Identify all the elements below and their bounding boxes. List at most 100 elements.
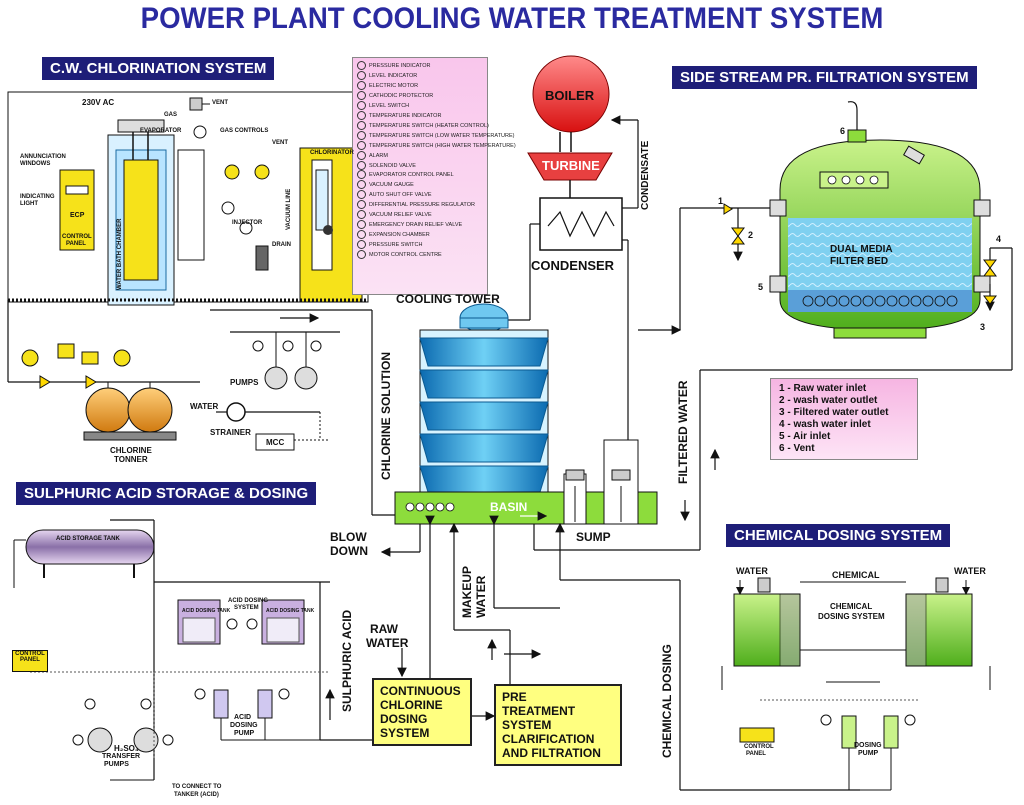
- symbol-legend-label: AUTO SHUT OFF VALVE: [369, 192, 432, 199]
- pretreat-line: CLARIFICATION: [502, 732, 595, 746]
- condenser: [470, 115, 639, 440]
- symbol-legend-label: TEMPERATURE INDICATOR: [369, 112, 442, 119]
- symbol-legend-glyph: [357, 190, 366, 200]
- basin-label: BASIN: [490, 500, 528, 514]
- acid-dosing-system-label-1: ACID DOSING: [228, 598, 269, 604]
- acid-dosing-tank-a-label: ACID DOSING TANK: [182, 608, 231, 614]
- cooling-tower-label: COOLING TOWER: [396, 292, 500, 306]
- symbol-legend-glyph: [357, 100, 366, 110]
- symbol-legend-glyph: [357, 250, 366, 260]
- boiler: [532, 55, 610, 152]
- symbol-legend-label: EMERGENCY DRAIN RELIEF VALVE: [369, 222, 463, 229]
- symbol-legend-label: EVAPORATOR CONTROL PANEL: [369, 172, 454, 179]
- chem-water-right-label: WATER: [954, 566, 986, 576]
- symbol-legend-label: MOTOR CONTROL CENTRE: [369, 252, 442, 259]
- symbol-legend-row: EMERGENCY DRAIN RELIEF VALVE: [357, 220, 483, 230]
- acid-dosing-system-label-2: SYSTEM: [234, 605, 259, 611]
- makeup-water-label-2: WATER: [474, 575, 488, 618]
- turbine: [527, 152, 613, 198]
- chemical-banner: CHEMICAL DOSING SYSTEM: [726, 524, 951, 547]
- side-stream-filter: [723, 101, 1012, 339]
- makeup-water-label-1: MAKEUP: [460, 565, 474, 618]
- water-label: WATER: [190, 402, 219, 411]
- transfer-label: TRANSFER: [102, 753, 141, 760]
- gas-label: GAS: [164, 112, 178, 118]
- symbol-legend-row: MOTOR CONTROL CENTRE: [357, 250, 483, 260]
- control-panel-label-1: CONTROL: [62, 234, 92, 240]
- chem-water-left-label: WATER: [736, 566, 768, 576]
- evaporator-label: EVAPORATOR: [140, 128, 182, 134]
- acid-control-panel: CONTROL PANEL: [12, 650, 48, 672]
- symbol-legend-row: VACUUM GAUGE: [357, 180, 483, 190]
- symbol-legend-row: TEMPERATURE SWITCH (LOW WATER TEMPERATUR…: [357, 130, 514, 141]
- cooling-tower: [419, 303, 549, 493]
- symbol-legend-label: LEVEL SWITCH: [369, 102, 410, 109]
- symbol-legend-row: PRESSURE INDICATOR: [357, 61, 483, 71]
- symbol-legend-row: EXPANSION CHAMBER: [357, 230, 483, 240]
- basin: [394, 439, 660, 551]
- ccds-line: CONTINUOUS: [380, 684, 461, 698]
- symbol-legend-glyph: [357, 220, 366, 230]
- chem-control-panel-label-1: CONTROL: [744, 744, 774, 750]
- symbol-legend-label: DIFFERENTIAL PRESSURE REGULATOR: [369, 202, 475, 209]
- chlorinator-label: CHLORINATOR: [310, 150, 354, 156]
- chlorine-tonner-label-2: TONNER: [114, 455, 148, 464]
- symbol-legend-glyph: [357, 80, 366, 90]
- acid-banner: SULPHURIC ACID STORAGE & DOSING: [16, 482, 317, 505]
- symbol-legend-row: EVAPORATOR CONTROL PANEL: [357, 170, 483, 180]
- injector-label: INJECTOR: [232, 220, 263, 226]
- ccds-line: SYSTEM: [380, 726, 430, 740]
- turbine-label: TURBINE: [542, 158, 600, 173]
- tanker-label-1: TO CONNECT TO: [172, 784, 222, 790]
- pretreat-line: AND FILTRATION: [502, 746, 601, 760]
- symbol-legend-glyph: [357, 210, 366, 220]
- symbol-legend-label: TEMPERATURE SWITCH (LOW WATER TEMPERATUR…: [369, 132, 515, 139]
- port-4: 4: [996, 234, 1002, 244]
- symbol-legend-row: ELECTRIC MOTOR: [357, 80, 483, 91]
- chlorine-tonner-label-1: CHLORINE: [110, 446, 152, 455]
- ccds-box: CONTINUOUS CHLORINE DOSING SYSTEM: [372, 678, 472, 746]
- boiler-label: BOILER: [545, 88, 595, 103]
- vent-label: VENT: [212, 100, 229, 106]
- symbol-legend-glyph: [357, 230, 366, 240]
- legend-item: 5 - Air inlet: [779, 431, 831, 442]
- filter-bed-label-1: DUAL MEDIA: [830, 244, 893, 255]
- symbol-legend-label: ELECTRIC MOTOR: [369, 82, 419, 89]
- light-label: LIGHT: [20, 201, 38, 207]
- symbol-legend-glyph: [357, 160, 366, 170]
- blow-down-label-2: DOWN: [330, 544, 368, 558]
- legend-item: 2 - wash water outlet: [779, 395, 878, 406]
- legend-item: 4 - wash water inlet: [779, 419, 871, 430]
- filtered-water-label: FILTERED WATER: [676, 380, 690, 484]
- chem-system-label-2: DOSING SYSTEM: [818, 612, 885, 621]
- filter-bed-label-2: FILTER BED: [830, 256, 889, 267]
- symbol-legend-row: SOLENOID VALVE: [357, 160, 483, 171]
- chem-system-label-1: CHEMICAL: [830, 602, 873, 611]
- chem-dosing-pump-label-1: DOSING: [854, 742, 882, 749]
- ecp-label: ECP: [70, 212, 85, 219]
- symbol-legend-glyph: [357, 150, 366, 160]
- symbol-legend-glyph: [357, 61, 366, 70]
- port-2: 2: [748, 230, 754, 240]
- acid-control-panel-label-1: CONTROL: [15, 651, 45, 657]
- legend-item: 1 - Raw water inlet: [779, 383, 867, 394]
- vacuum-line-label: VACUUM LINE: [286, 188, 292, 230]
- drain-label: DRAIN: [272, 242, 291, 248]
- port-6: 6: [840, 126, 846, 136]
- symbol-legend-glyph: [357, 170, 366, 180]
- blow-down-label-1: BLOW: [330, 530, 367, 544]
- pumps-label: PUMPS: [230, 378, 259, 387]
- symbol-legend-row: VACUUM RELIEF VALVE: [357, 210, 483, 220]
- chlorine-solution-label: CHLORINE SOLUTION: [379, 352, 393, 480]
- h2so4-label: H₂SO₄: [114, 744, 139, 753]
- chemical-dosing-system: [721, 577, 991, 791]
- port-5: 5: [758, 282, 764, 292]
- symbol-legend-glyph: [357, 110, 366, 120]
- chlorine-tonner: [83, 382, 177, 441]
- water-bath-chamber-label: WATER BATH CHAMBER: [117, 218, 123, 290]
- symbol-legend-row: ALARM: [357, 150, 483, 161]
- symbol-legend-glyph: [357, 130, 366, 140]
- symbol-legend-label: ALARM: [369, 152, 388, 159]
